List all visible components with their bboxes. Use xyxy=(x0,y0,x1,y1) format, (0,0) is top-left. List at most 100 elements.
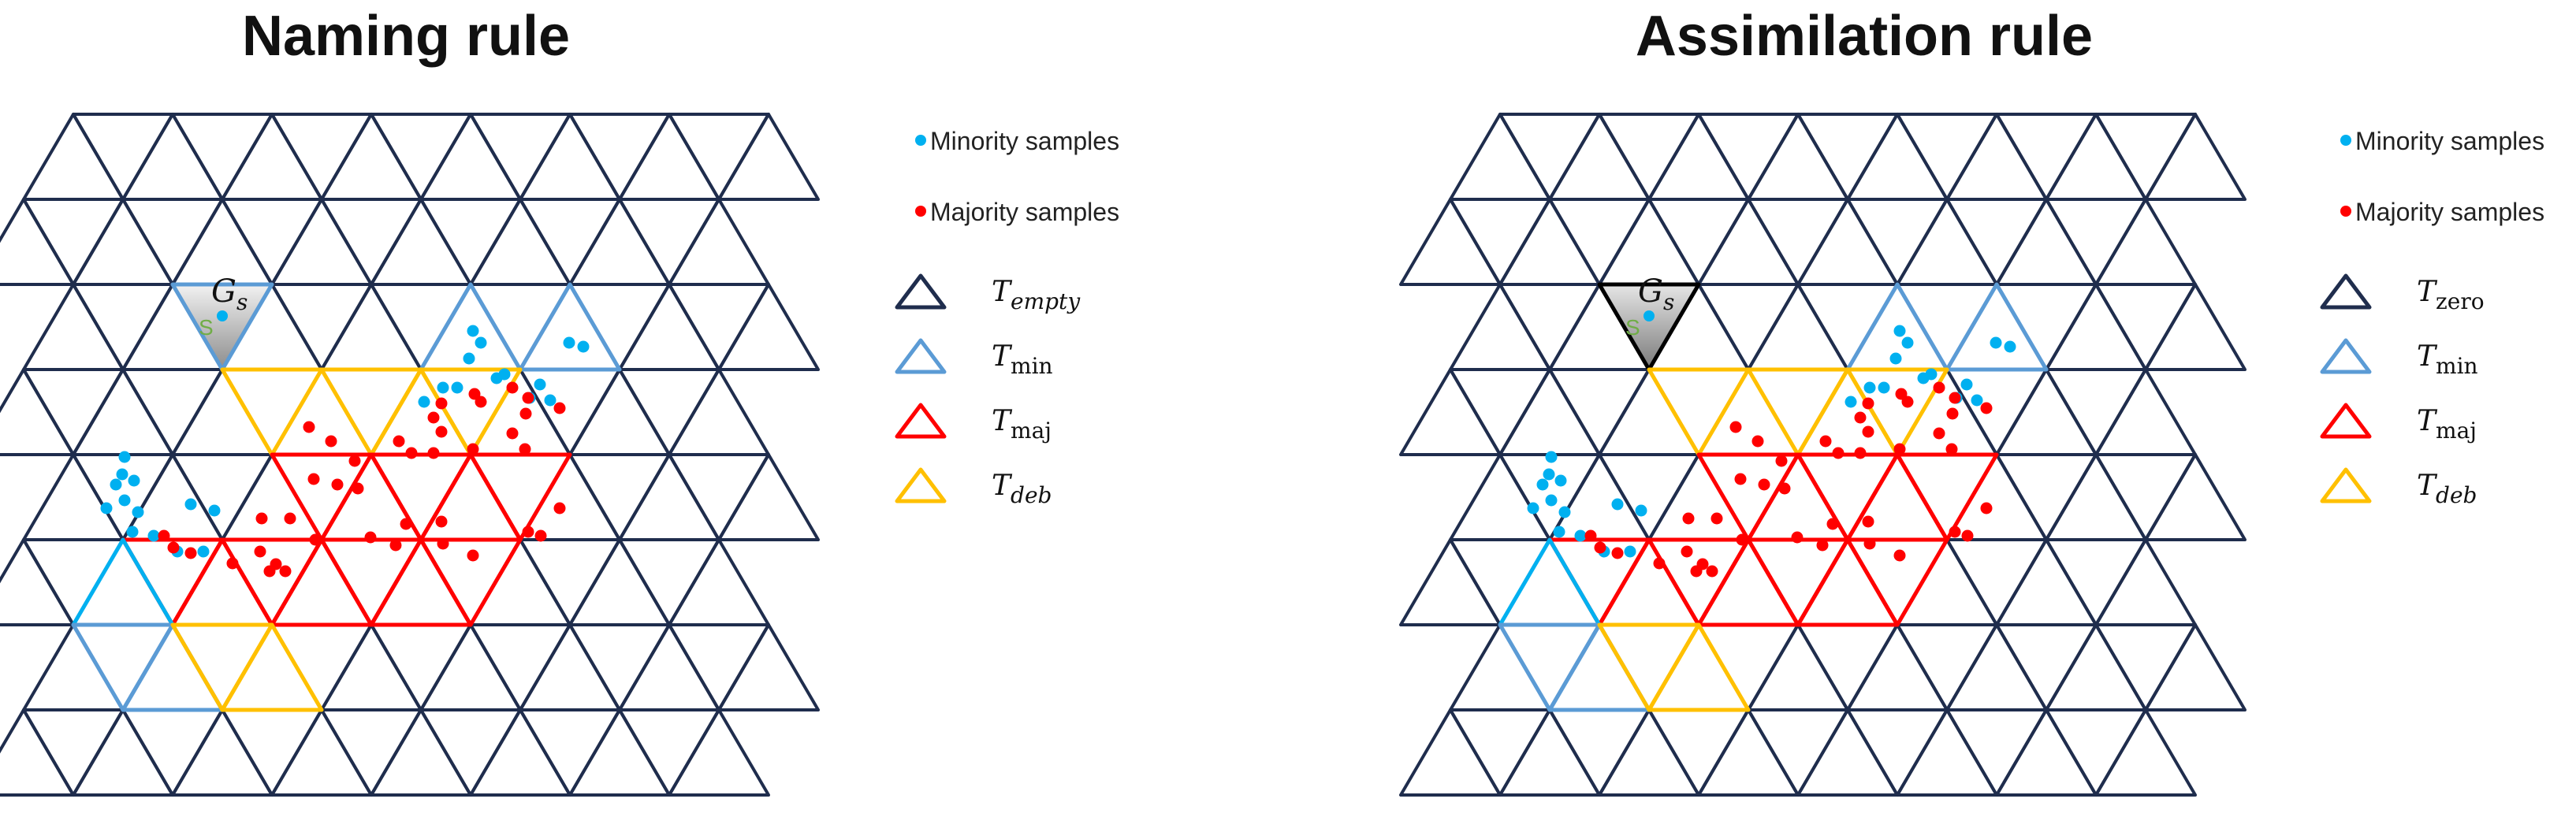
legend-majority-label: Majority samples xyxy=(2355,198,2544,226)
grid-cell xyxy=(1598,368,1700,456)
grid-cell xyxy=(618,538,720,626)
grid-cell xyxy=(22,368,125,456)
majority-dot xyxy=(467,443,479,455)
triangle-grid: GsS xyxy=(1399,113,2247,797)
grid-cell xyxy=(121,453,224,541)
legend-label-min: Tmin xyxy=(992,340,1053,379)
grid-cell xyxy=(1747,198,1849,286)
grid-cell xyxy=(717,623,820,711)
minority-dot xyxy=(1624,545,1636,558)
grid-cell xyxy=(72,623,174,711)
grid-cell xyxy=(1548,368,1651,456)
grid-cell xyxy=(2045,283,2147,371)
majority-dot xyxy=(167,541,180,554)
grid-cell xyxy=(1697,453,1800,541)
grid-cell xyxy=(22,283,125,371)
grid-cell xyxy=(1896,453,1998,541)
grid-cell xyxy=(1498,538,1601,626)
legend-majority-dot xyxy=(915,206,926,217)
cell-deb xyxy=(1647,367,1751,457)
grid-cell xyxy=(171,623,274,711)
legend-majority-dot xyxy=(2340,206,2351,217)
minority-dot xyxy=(418,396,430,408)
grid-cell xyxy=(22,113,125,201)
cell-deb xyxy=(220,367,324,457)
majority-dot xyxy=(1819,435,1832,448)
grid-cell xyxy=(717,453,820,541)
legend-triangle-min xyxy=(2320,338,2372,374)
grid-cell xyxy=(668,453,770,541)
cell-maj xyxy=(419,452,523,542)
grid-cell xyxy=(1498,368,1601,456)
majority-dot xyxy=(352,482,364,495)
grid-cell xyxy=(320,198,423,286)
grid-cell xyxy=(320,113,423,201)
legend-triangle-maj xyxy=(895,403,947,439)
grid-cell xyxy=(1697,623,1800,711)
majority-dot xyxy=(1895,388,1908,400)
majority-dot xyxy=(1734,473,1747,485)
grid-cell xyxy=(1498,198,1601,286)
majority-dot xyxy=(427,447,440,459)
majority-dot xyxy=(1736,533,1748,546)
grid-cell xyxy=(1796,113,1899,201)
grid-cell xyxy=(320,623,423,711)
grid-cell xyxy=(1747,113,1849,201)
legend-triangle-min xyxy=(895,338,947,374)
grid-cell xyxy=(221,198,323,286)
grid-cell xyxy=(2094,113,2197,201)
grid-cell xyxy=(1399,198,1502,286)
minority-dot xyxy=(437,381,449,394)
grid-cell xyxy=(1449,708,1551,797)
grid-cell xyxy=(1846,198,1949,286)
majority-dot xyxy=(1862,425,1874,438)
majority-dot xyxy=(284,512,296,525)
cell-maj xyxy=(1696,452,1800,542)
grid-cell xyxy=(1548,198,1651,286)
triangle-grid: GsS xyxy=(0,113,820,797)
grid-cell xyxy=(1995,708,2098,797)
minority-dot xyxy=(451,381,463,394)
grid-cell xyxy=(320,283,423,371)
cell-maj xyxy=(369,537,473,627)
grid-cell xyxy=(1399,538,1502,626)
majority-dot xyxy=(1961,529,1974,542)
grid-cell xyxy=(618,113,720,201)
grid-cell xyxy=(668,198,770,286)
minority-dot xyxy=(1558,506,1571,518)
legend-triangle-zero xyxy=(2320,273,2372,310)
minority-dot xyxy=(100,502,113,515)
grid-cell xyxy=(1846,623,1949,711)
grid-cell xyxy=(1846,453,1949,541)
grid-cell xyxy=(469,283,571,371)
grid-cell xyxy=(1995,283,2098,371)
majority-dot xyxy=(1901,396,1914,408)
legend-triangle-maj xyxy=(2320,403,2372,439)
legend-triangle-deb xyxy=(2320,467,2372,503)
grid-cell xyxy=(1548,623,1651,711)
grid-cell xyxy=(370,623,472,711)
grid-cell xyxy=(519,113,621,201)
grid-cell-marker: S xyxy=(199,315,214,340)
majority-dot xyxy=(435,515,448,528)
grid-cell xyxy=(1399,368,1502,456)
legend-minority-dot xyxy=(915,135,926,146)
grid-cell xyxy=(72,708,174,797)
grid-cell xyxy=(2045,623,2147,711)
minority-dot xyxy=(1543,468,1555,481)
grid-cell xyxy=(121,623,224,711)
majority-dot xyxy=(534,529,547,542)
grid-cell xyxy=(72,283,174,371)
majority-dot xyxy=(1945,443,1958,455)
legend-triangle-empty xyxy=(895,273,947,310)
minority-dot xyxy=(1889,352,1902,365)
grid-cell xyxy=(370,198,472,286)
grid-cell xyxy=(72,538,174,626)
grid-cell xyxy=(1647,113,1750,201)
majority-dot xyxy=(1946,407,1959,420)
grid-cell xyxy=(1548,453,1651,541)
legend-label-zero: Tzero xyxy=(2417,276,2485,314)
majority-dot xyxy=(1854,447,1867,459)
